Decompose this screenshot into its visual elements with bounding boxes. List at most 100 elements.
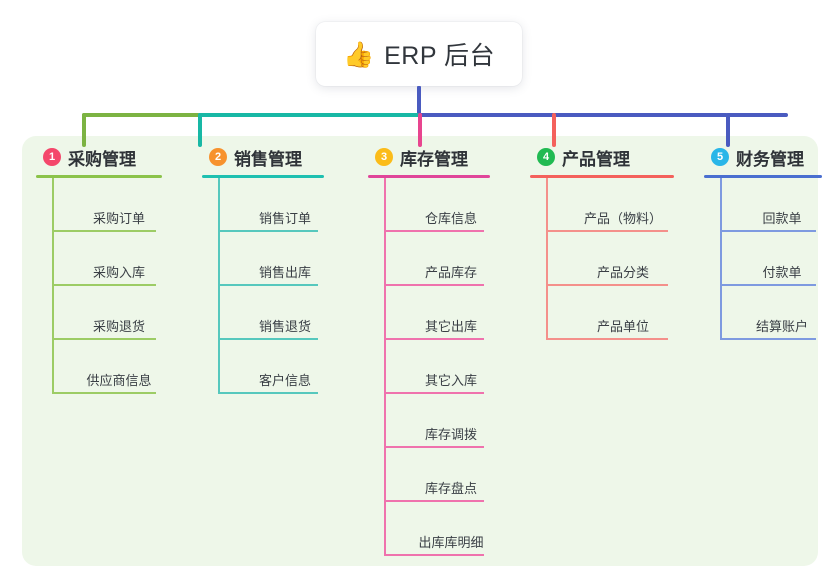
leaf-item-underline bbox=[720, 284, 816, 286]
mindmap-column-1: 1 采购管理采购订单采购入库采购退货供应商信息 bbox=[36, 144, 186, 394]
leaf-item-underline bbox=[546, 230, 668, 232]
connector-bar-segment-blue bbox=[418, 113, 728, 117]
column-underline bbox=[36, 175, 162, 178]
mindmap-leaf-item[interactable]: 销售出库 bbox=[202, 232, 352, 286]
leaf-item-underline bbox=[384, 500, 484, 502]
leaf-item-underline bbox=[52, 230, 156, 232]
column-header-4[interactable]: 4 产品管理 bbox=[530, 144, 700, 170]
mindmap-leaf-item[interactable]: 仓库信息 bbox=[368, 178, 518, 232]
connector-drop-2 bbox=[198, 113, 202, 147]
column-spine-connector bbox=[52, 178, 54, 394]
mindmap-leaf-item[interactable]: 其它出库 bbox=[368, 286, 518, 340]
root-stem-connector bbox=[417, 86, 421, 116]
leaf-item-label: 出库库明细 bbox=[418, 535, 484, 550]
connector-drop-5 bbox=[726, 113, 730, 147]
column-spine-connector bbox=[720, 178, 722, 340]
column-title: 销售管理 bbox=[234, 149, 302, 169]
column-header-3[interactable]: 3 库存管理 bbox=[368, 144, 518, 170]
connector-bar-segment-teal bbox=[198, 113, 420, 117]
column-title: 库存管理 bbox=[400, 149, 468, 169]
mindmap-leaf-item[interactable]: 采购入库 bbox=[36, 232, 186, 286]
leaf-item-underline bbox=[52, 392, 156, 394]
leaf-item-underline bbox=[384, 392, 484, 394]
thumbs-up-icon: 👍 bbox=[342, 40, 375, 69]
column-header-2[interactable]: 2 销售管理 bbox=[202, 144, 352, 170]
mindmap-leaf-item[interactable]: 库存盘点 bbox=[368, 448, 518, 502]
mindmap-leaf-item[interactable]: 产品（物料） bbox=[530, 178, 700, 232]
leaf-item-label: 结算账户 bbox=[755, 319, 808, 334]
leaf-item-label: 其它入库 bbox=[424, 373, 477, 388]
column-title: 采购管理 bbox=[68, 149, 136, 169]
leaf-item-label: 库存调拨 bbox=[424, 427, 477, 442]
mindmap-leaf-item[interactable]: 采购退货 bbox=[36, 286, 186, 340]
mindmap-leaf-item[interactable]: 出库库明细 bbox=[368, 502, 518, 556]
leaf-item-label: 产品库存 bbox=[424, 265, 477, 280]
leaf-item-underline bbox=[218, 392, 318, 394]
leaf-item-label: 供应商信息 bbox=[86, 373, 152, 388]
leaf-item-label: 产品（物料） bbox=[583, 211, 662, 226]
column-number-badge: 2 bbox=[209, 148, 227, 166]
mindmap-leaf-item[interactable]: 销售退货 bbox=[202, 286, 352, 340]
mindmap-leaf-item[interactable]: 销售订单 bbox=[202, 178, 352, 232]
mindmap-column-4: 4 产品管理产品（物料） 产品分类产品单位 bbox=[530, 144, 700, 340]
root-node-title: ERP 后台 bbox=[384, 42, 496, 70]
column-items: 产品（物料） 产品分类产品单位 bbox=[530, 178, 700, 340]
column-underline bbox=[368, 175, 490, 178]
leaf-item-label: 采购退货 bbox=[92, 319, 145, 334]
leaf-item-label: 回款单 bbox=[762, 211, 802, 226]
column-underline bbox=[704, 175, 822, 178]
column-items: 仓库信息产品库存其它出库其它入库库存调拨库存盘点出库库明细 bbox=[368, 178, 518, 556]
leaf-item-label: 销售退货 bbox=[258, 319, 311, 334]
root-node-card[interactable]: 👍 ERP 后台 bbox=[316, 22, 522, 86]
leaf-item-label: 采购入库 bbox=[92, 265, 145, 280]
column-number-badge: 3 bbox=[375, 148, 393, 166]
mindmap-leaf-item[interactable]: 客户信息 bbox=[202, 340, 352, 394]
column-spine-connector bbox=[546, 178, 548, 340]
leaf-item-label: 销售订单 bbox=[258, 211, 311, 226]
column-header-5[interactable]: 5 财务管理 bbox=[704, 144, 839, 170]
leaf-item-underline bbox=[384, 284, 484, 286]
mindmap-leaf-item[interactable]: 结算账户 bbox=[704, 286, 839, 340]
column-header-1[interactable]: 1 采购管理 bbox=[36, 144, 186, 170]
mindmap-leaf-item[interactable]: 产品库存 bbox=[368, 232, 518, 286]
mindmap-leaf-item[interactable]: 供应商信息 bbox=[36, 340, 186, 394]
leaf-item-label: 产品单位 bbox=[596, 319, 649, 334]
mindmap-leaf-item[interactable]: 产品分类 bbox=[530, 232, 700, 286]
column-title: 产品管理 bbox=[562, 149, 630, 169]
leaf-item-underline bbox=[384, 230, 484, 232]
connector-bar-segment-green bbox=[82, 113, 200, 117]
column-number-badge: 5 bbox=[711, 148, 729, 166]
mindmap-leaf-item[interactable]: 产品单位 bbox=[530, 286, 700, 340]
mindmap-leaf-item[interactable]: 库存调拨 bbox=[368, 394, 518, 448]
leaf-item-label: 产品分类 bbox=[596, 265, 649, 280]
column-underline bbox=[202, 175, 324, 178]
column-items: 采购订单采购入库采购退货供应商信息 bbox=[36, 178, 186, 394]
leaf-item-underline bbox=[218, 338, 318, 340]
mindmap-leaf-item[interactable]: 付款单 bbox=[704, 232, 839, 286]
leaf-item-underline bbox=[384, 446, 484, 448]
leaf-item-underline bbox=[218, 230, 318, 232]
mindmap-column-3: 3 库存管理仓库信息产品库存其它出库其它入库库存调拨库存盘点出库库明细 bbox=[368, 144, 518, 556]
column-spine-connector bbox=[384, 178, 386, 556]
leaf-item-label: 付款单 bbox=[762, 265, 802, 280]
leaf-item-underline bbox=[218, 284, 318, 286]
mindmap-leaf-item[interactable]: 其它入库 bbox=[368, 340, 518, 394]
connector-drop-3 bbox=[418, 113, 422, 147]
column-underline bbox=[530, 175, 674, 178]
column-items: 回款单付款单结算账户 bbox=[704, 178, 839, 340]
connector-drop-4 bbox=[552, 113, 556, 147]
column-number-badge: 4 bbox=[537, 148, 555, 166]
leaf-item-underline bbox=[384, 554, 484, 556]
diagram-background-panel bbox=[22, 136, 818, 566]
mindmap-leaf-item[interactable]: 采购订单 bbox=[36, 178, 186, 232]
leaf-item-underline bbox=[52, 284, 156, 286]
leaf-item-underline bbox=[720, 338, 816, 340]
mindmap-column-5: 5 财务管理回款单付款单结算账户 bbox=[704, 144, 839, 340]
leaf-item-label: 采购订单 bbox=[92, 211, 145, 226]
mindmap-leaf-item[interactable]: 回款单 bbox=[704, 178, 839, 232]
leaf-item-label: 仓库信息 bbox=[424, 211, 477, 226]
column-title: 财务管理 bbox=[736, 149, 804, 169]
leaf-item-underline bbox=[720, 230, 816, 232]
column-number-badge: 1 bbox=[43, 148, 61, 166]
